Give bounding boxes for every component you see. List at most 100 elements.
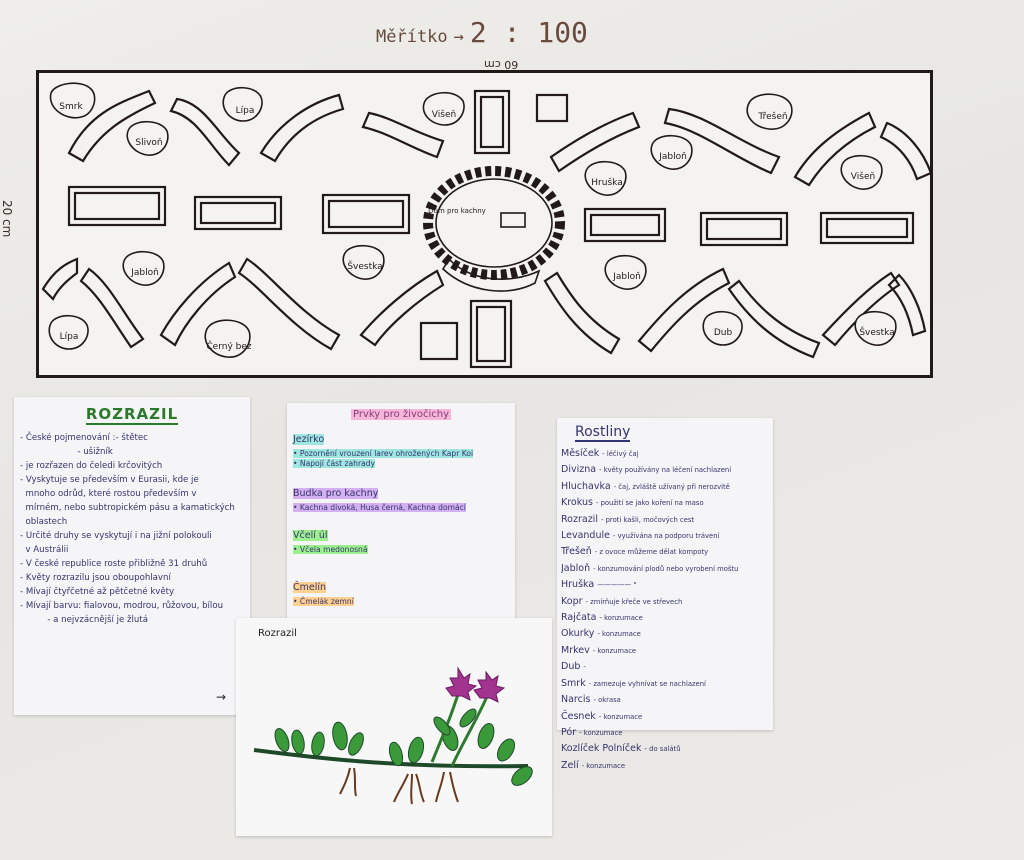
plant-name: Pór xyxy=(561,726,577,738)
plant-item: Hruška ————— " xyxy=(561,577,771,593)
plant-desc: - léčivý čaj xyxy=(602,450,639,458)
rozrazil-list: - České pojmenování :- štětec - ušižník … xyxy=(20,431,246,627)
blob-label-15: Lípa xyxy=(60,332,79,342)
plant-item: Měsíček - léčivý čaj xyxy=(561,446,771,462)
plant-desc: - konzumace xyxy=(581,761,626,770)
plant-desc: - konzumace xyxy=(599,614,643,623)
plant-item: Zelí - konzumace xyxy=(561,758,771,774)
duck-house-label: Dům pro kachny xyxy=(428,207,486,215)
prvky-item: • Včela medonosná xyxy=(293,545,368,554)
garden-plan-drawing: Smrk Lípa Slivoň Višeň Třešeň Jabloň Hru… xyxy=(41,82,933,369)
plant-name: Smrk xyxy=(561,677,586,689)
rozrazil-sheet: ROZRAZIL - České pojmenování :- štětec -… xyxy=(14,397,250,715)
plant-desc: - z ovoce můžeme dělat kompoty xyxy=(594,548,709,557)
plant-item: Česnek - konzumace xyxy=(561,709,771,725)
plant-name: Měsíček xyxy=(561,448,600,459)
blob-label-14: Černý bez xyxy=(206,340,252,352)
rozrazil-line: oblastech xyxy=(20,517,68,527)
prvky-sheet: Prvky pro živočichy Jezírko • Pozornění … xyxy=(287,403,515,625)
blob-label-10: Švestka xyxy=(347,260,382,272)
plant-item: Mrkev - konzumace xyxy=(561,643,771,659)
plant-item: Kozlíček Polníček - do salátů xyxy=(561,741,771,757)
plant-desc: - proti kašli, močových cest xyxy=(601,515,695,524)
rozrazil-line: - ušižník xyxy=(20,447,113,457)
plant-item: Rajčata - konzumace xyxy=(561,610,771,626)
prvky-section-duck: Budka pro kachny • Kachna divoká, Husa č… xyxy=(293,481,509,513)
plant-item: Kopr - zmírňuje křeče ve střevech xyxy=(561,594,771,610)
plant-name: Okurky xyxy=(561,628,595,640)
plant-name: Divizna xyxy=(561,464,597,476)
blob-label-9: Jabloň xyxy=(130,267,159,278)
prvky-heading: Čmelín xyxy=(293,582,327,593)
rozrazil-title-text: ROZRAZIL xyxy=(85,405,179,425)
plant-name: Dub xyxy=(561,661,581,673)
plant-item: Smrk - zamezuje vyhnívat se nachlazení xyxy=(561,676,771,692)
plant-item: Krokus - použití se jako koření na maso xyxy=(561,495,771,511)
plant-item: Narcis - okrasa xyxy=(561,692,771,708)
plant-desc: ————— " xyxy=(597,581,637,590)
rozrazil-line: - Vyskytuje se především v Eurasii, kde … xyxy=(20,475,199,485)
blob-label-4: Višeň xyxy=(432,109,456,120)
rozrazil-line: - Květy rozrazilu jsou oboupohlavní xyxy=(20,573,171,583)
prvky-title-text: Prvky pro živočichy xyxy=(350,409,452,420)
prvky-item: • Kachna divoká, Husa černá, Kachna domá… xyxy=(293,503,466,512)
rostliny-title-text: Rostliny xyxy=(575,424,631,442)
plant-name: Levandule xyxy=(561,530,610,542)
rozrazil-line: - a nejvzácnější je žlutá xyxy=(20,615,148,625)
plant-desc: - do salátů xyxy=(644,745,681,754)
rozrazil-line: v Austrálii xyxy=(20,545,69,555)
plant-item: Pór - konzumace xyxy=(561,725,771,741)
blob-label-13: Švestka xyxy=(859,326,894,338)
drawing-title: Rozrazil xyxy=(258,628,297,639)
plant-name: Narcis xyxy=(561,694,591,706)
scale-arrow: → xyxy=(453,27,464,47)
plant-desc: - konzumace xyxy=(597,630,641,639)
plant-name: Rozrazil xyxy=(561,513,598,525)
rozrazil-line: mírném, nebo subtropickém pásu a kamatic… xyxy=(20,503,235,513)
plant-item: Třešeň - z ovoce můžeme dělat kompoty xyxy=(561,544,771,560)
rostliny-title: Rostliny xyxy=(575,424,631,442)
rozrazil-line: - České pojmenování :- štětec xyxy=(20,433,148,443)
rozrazil-line: - V české republice roste přibližně 31 d… xyxy=(20,559,208,569)
plant-name: Jabloň xyxy=(561,562,591,574)
prvky-item: • Čmelák zemní xyxy=(293,597,354,606)
blob-label-12: Dub xyxy=(714,328,733,338)
prvky-section-hive: Včelí úl • Včela medonosná xyxy=(293,523,509,555)
plant-name: Zelí xyxy=(561,759,579,771)
plant-desc: - využívána na podporu trávení xyxy=(613,532,720,541)
plant-name: Mrkev xyxy=(561,644,590,656)
prvky-section-pond: Jezírko • Pozornění vrouzení larev ohrož… xyxy=(293,427,509,469)
rozrazil-title: ROZRAZIL xyxy=(14,405,250,425)
prvky-title: Prvky pro živočichy xyxy=(287,409,515,420)
plant-item: Levandule - využívána na podporu trávení xyxy=(561,528,771,544)
plant-name: Kopr xyxy=(561,595,583,607)
garden-plan: Smrk Lípa Slivoň Višeň Třešeň Jabloň Hru… xyxy=(36,70,933,378)
rozrazil-line: - Mívají barvu: fialovou, modrou, růžovo… xyxy=(20,601,224,611)
plant-desc: - květy používány na léčení nachlazení xyxy=(599,466,732,475)
plant-item: Rozrazil - proti kašli, močových cest xyxy=(561,512,771,528)
plant-name: Kozlíček Polníček xyxy=(561,743,642,755)
plant-item: Divizna - květy používány na léčení nach… xyxy=(561,462,771,478)
prvky-item: • Pozornění vrouzení larev ohrožených Ka… xyxy=(293,449,474,458)
plant-desc: - zmírňuje křeče ve střevech xyxy=(585,597,683,606)
plant-name: Hruška xyxy=(561,579,595,591)
plant-name: Rajčata xyxy=(561,612,597,624)
plant-desc: - konzumace xyxy=(592,646,637,655)
arrow: → xyxy=(216,690,227,704)
plant-name: Krokus xyxy=(561,497,593,509)
plant-name: Hluchavka xyxy=(561,480,611,492)
plant-desc: - konzumace xyxy=(579,728,623,737)
prvky-item: • Napojí část zahrady xyxy=(293,459,376,468)
rozrazil-drawing xyxy=(253,666,533,805)
rozrazil-line: - Mívají čtyřčetné až pětčetné květy xyxy=(20,587,175,597)
plant-desc: - použití se jako koření na maso xyxy=(595,499,704,508)
prvky-heading: Včelí úl xyxy=(293,530,328,541)
plant-desc: - okrasa xyxy=(593,696,621,705)
prvky-section-bumblebee: Čmelín • Čmelák zemní xyxy=(293,575,509,607)
side-note: 20 cm xyxy=(0,200,14,238)
scale-label: Měřítko → 2 : 100 xyxy=(376,16,588,49)
blob-label-3: Slivoň xyxy=(135,137,162,148)
